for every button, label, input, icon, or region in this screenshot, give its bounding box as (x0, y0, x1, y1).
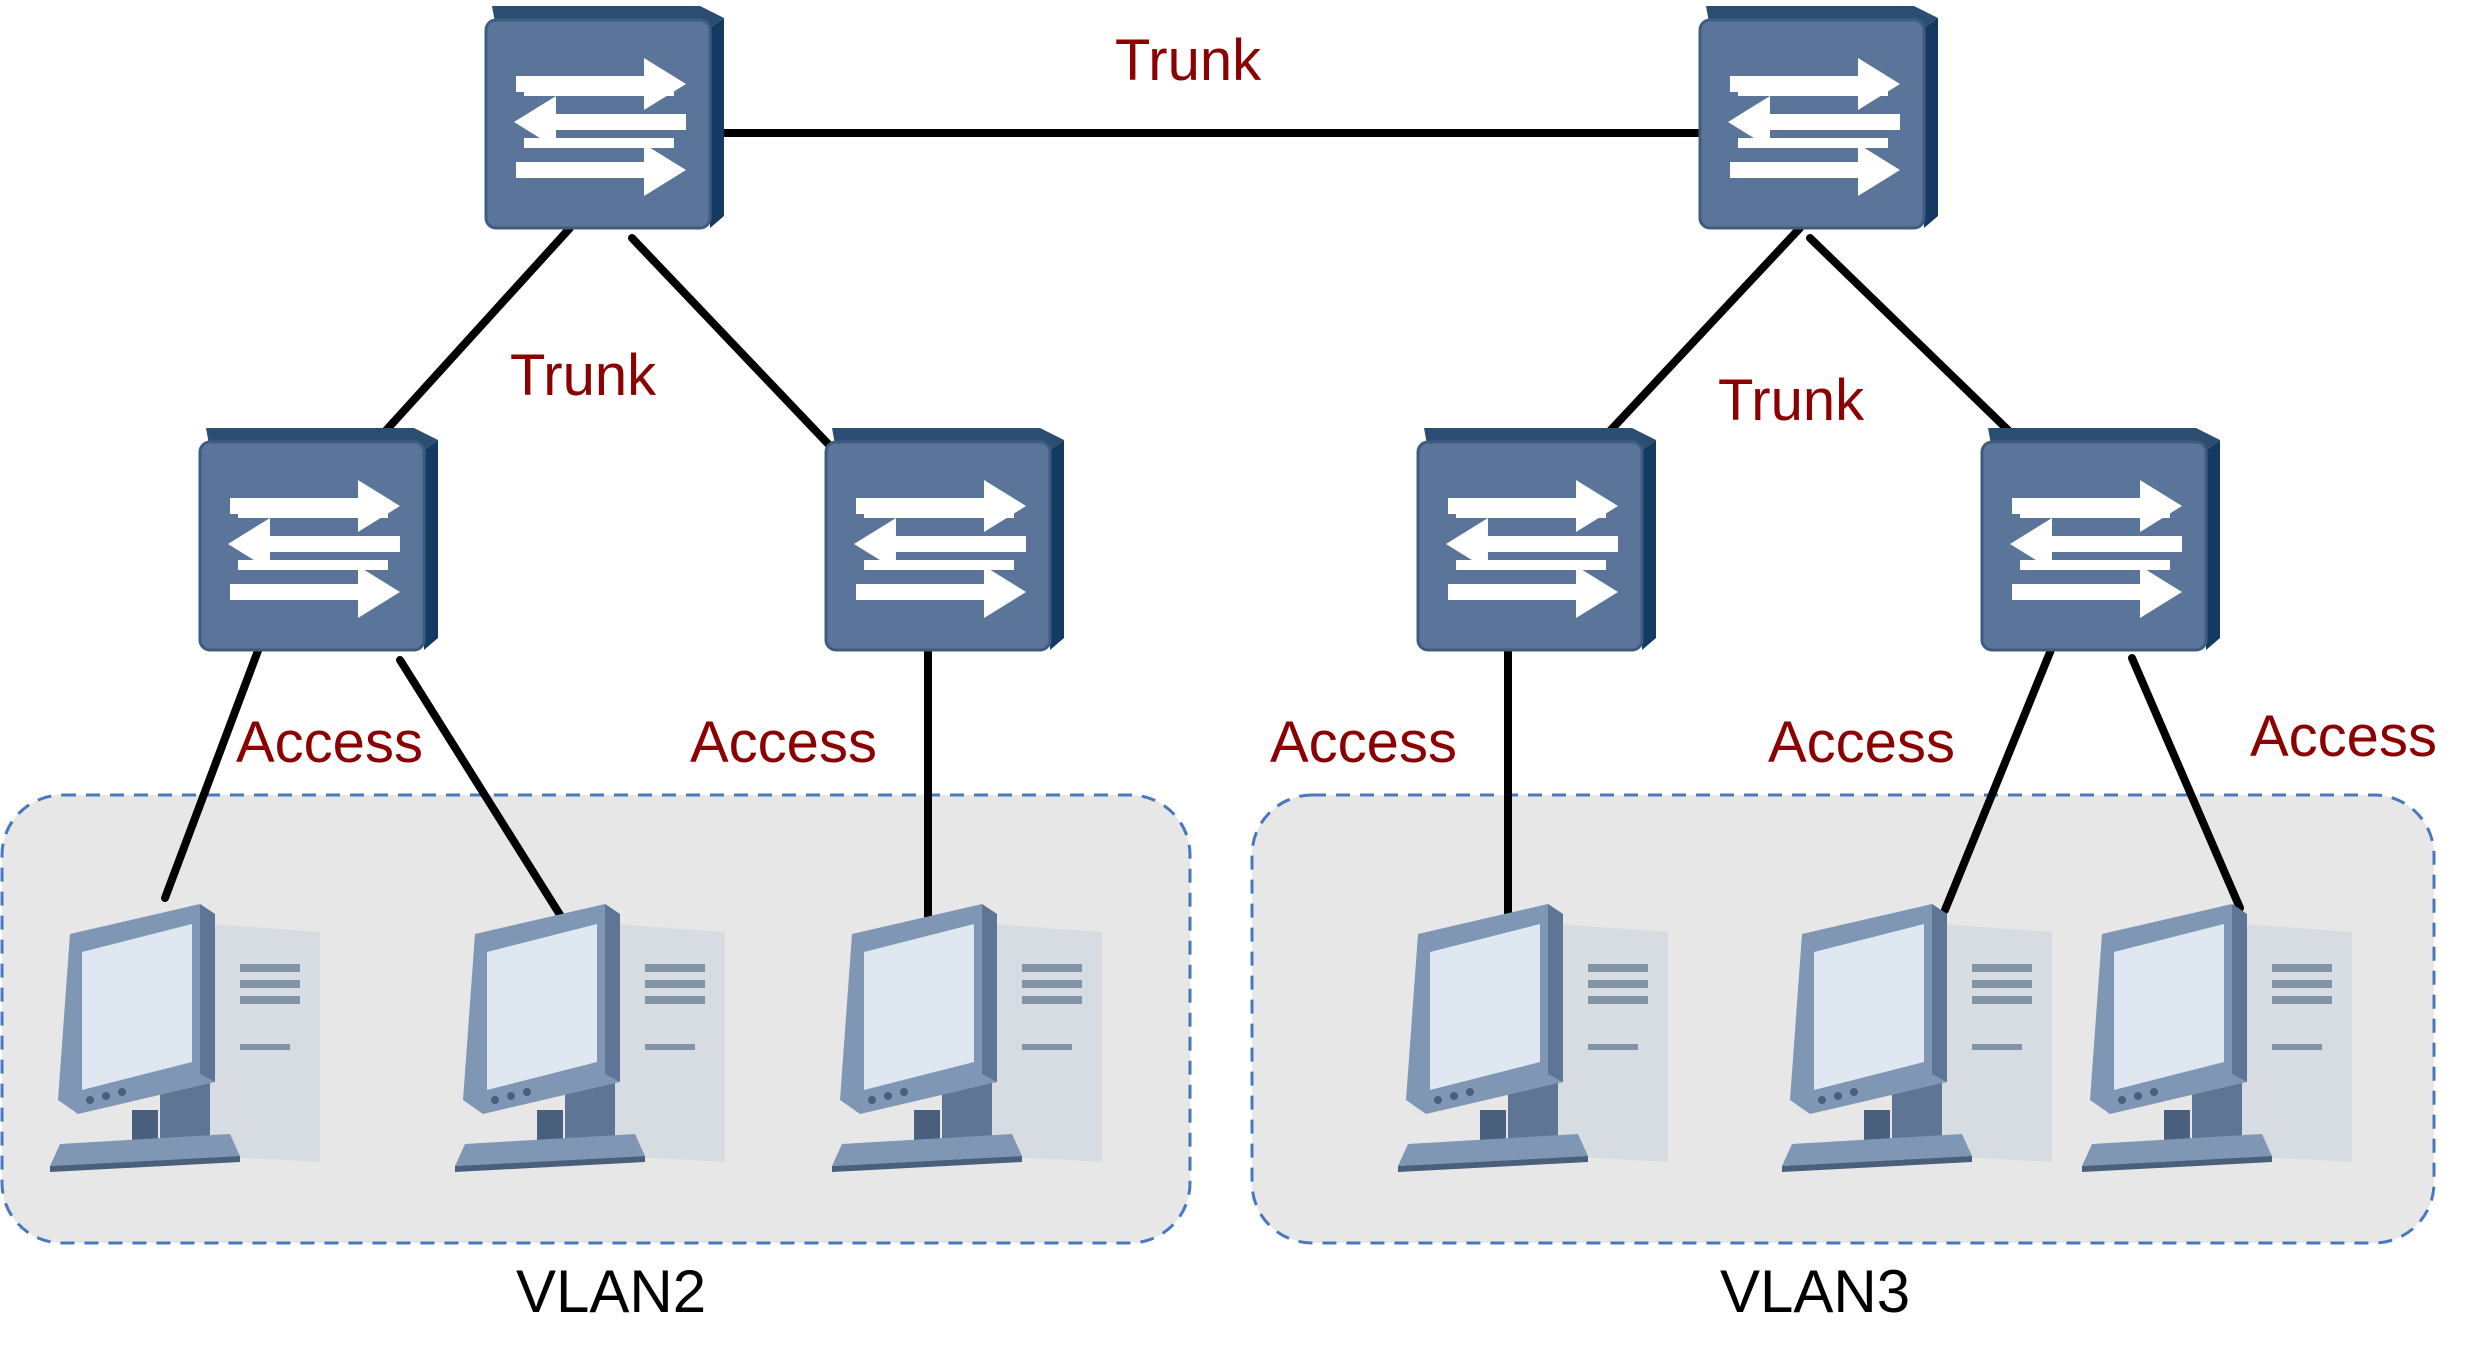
access-link-6 (2128, 654, 2244, 912)
core-switch-left (484, 4, 726, 230)
links (161, 129, 2244, 922)
trunk-label-top: Trunk (1115, 28, 1262, 93)
trunk-link-right-a (1590, 224, 1804, 452)
access-switch-4 (1980, 426, 2222, 652)
trunk-label-right: Trunk (1718, 368, 1865, 433)
access-label-4: Access (1768, 710, 1955, 775)
core-switch-right (1698, 4, 1940, 230)
access-link-5 (1941, 636, 2059, 914)
vlan2-label: VLAN2 (516, 1258, 706, 1325)
access-label-1: Access (236, 710, 423, 775)
access-switch-3 (1416, 426, 1658, 652)
access-label-3: Access (1270, 710, 1457, 775)
access-label-5: Access (2250, 704, 2437, 769)
access-link-1 (161, 636, 266, 902)
access-link-2 (396, 656, 566, 922)
trunk-label-left: Trunk (510, 343, 657, 408)
trunk-link-right-b (1806, 234, 2014, 436)
access-label-2: Access (690, 710, 877, 775)
vlan3-label: VLAN3 (1720, 1258, 1910, 1325)
trunk-link-left-b (628, 234, 836, 452)
access-switch-2 (824, 426, 1066, 652)
access-switch-1 (198, 426, 440, 652)
trunk-link-left-a (366, 224, 574, 452)
